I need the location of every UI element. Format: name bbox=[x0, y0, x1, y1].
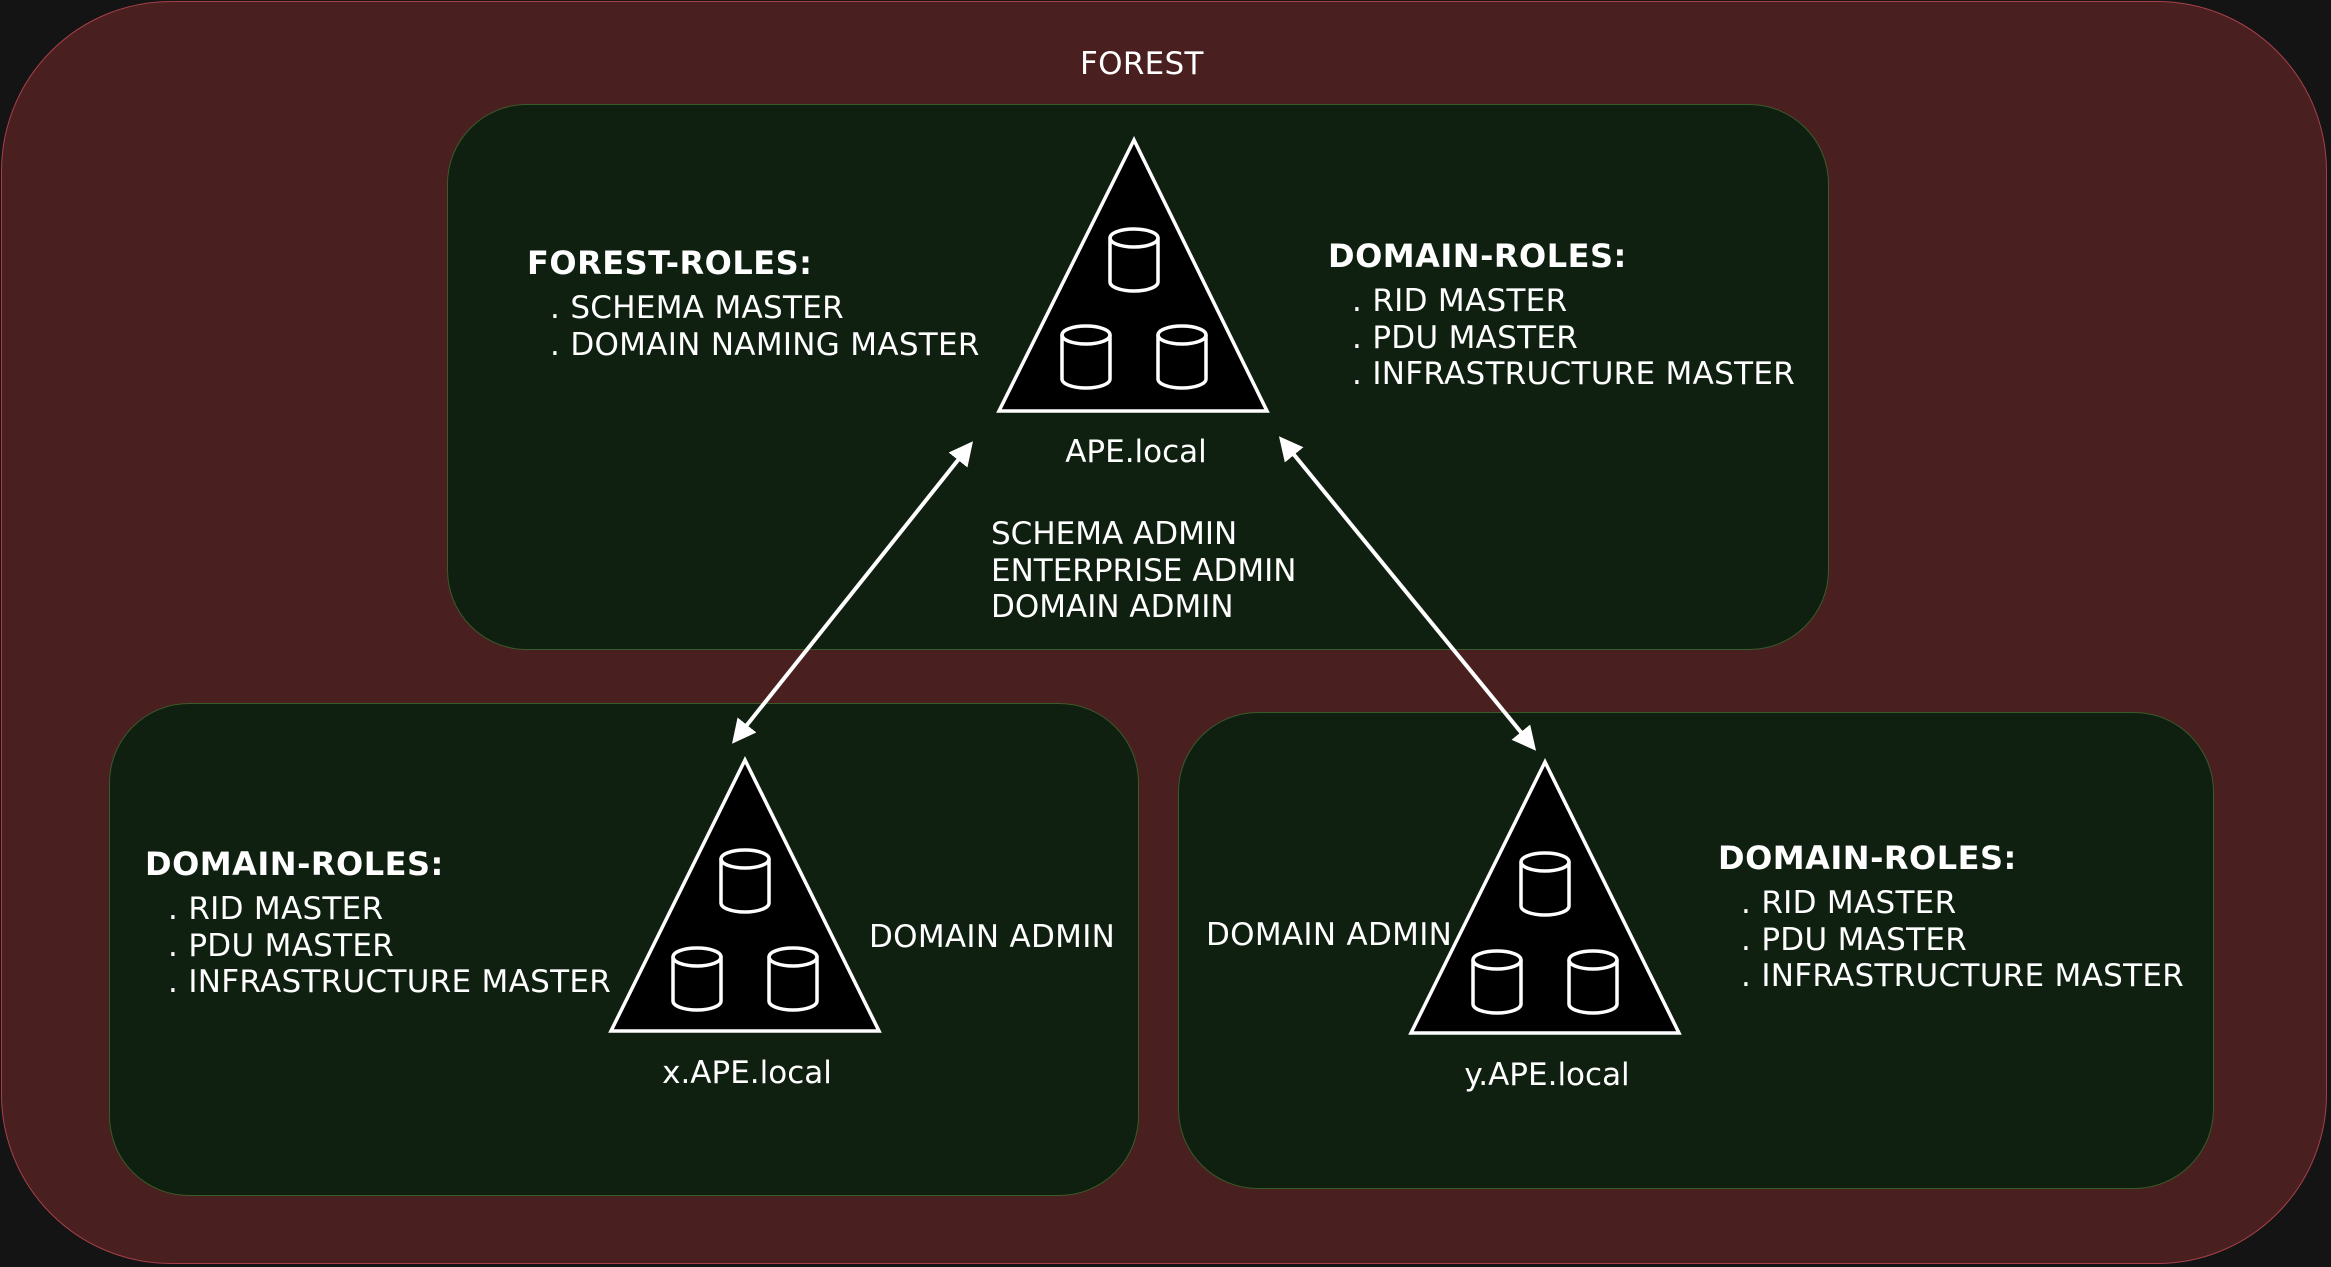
child-y-admin-label: DOMAIN ADMIN bbox=[1206, 917, 1453, 953]
child-x-domain-roles-list: RID MASTER PDU MASTER INFRASTRUCTURE MAS… bbox=[168, 891, 611, 1001]
list-item: INFRASTRUCTURE MASTER bbox=[1352, 356, 1795, 393]
list-item: RID MASTER bbox=[168, 891, 611, 928]
root-domain-roles-list: RID MASTER PDU MASTER INFRASTRUCTURE MAS… bbox=[1352, 283, 1795, 393]
trust-arrow-root-to-x bbox=[732, 441, 973, 744]
list-item: DOMAIN NAMING MASTER bbox=[550, 327, 980, 364]
list-item: INFRASTRUCTURE MASTER bbox=[168, 964, 611, 1001]
child-y-domain-roles-title: DOMAIN-ROLES: bbox=[1718, 839, 2017, 877]
list-item: ENTERPRISE ADMIN bbox=[991, 552, 1297, 589]
child-x-domain-name: x.APE.local bbox=[662, 1055, 832, 1091]
child-y-domain-roles-list: RID MASTER PDU MASTER INFRASTRUCTURE MAS… bbox=[1741, 885, 2184, 995]
child-x-admin-label: DOMAIN ADMIN bbox=[869, 919, 1116, 955]
root-domain-triangle-icon bbox=[996, 136, 1270, 413]
child-x-domain-roles-title: DOMAIN-ROLES: bbox=[145, 845, 444, 883]
trust-arrow-root-to-y bbox=[1278, 436, 1537, 751]
child-y-domain-name: y.APE.local bbox=[1464, 1057, 1630, 1093]
list-item: PDU MASTER bbox=[1352, 320, 1795, 357]
root-domain-roles-title: DOMAIN-ROLES: bbox=[1328, 237, 1627, 275]
list-item: SCHEMA MASTER bbox=[550, 290, 980, 327]
child-y-domain-triangle-icon bbox=[1408, 758, 1682, 1035]
root-admins-list: SCHEMA ADMIN ENTERPRISE ADMIN DOMAIN ADM… bbox=[991, 516, 1297, 626]
list-item: RID MASTER bbox=[1741, 885, 2184, 922]
list-item: INFRASTRUCTURE MASTER bbox=[1741, 958, 2184, 995]
list-item: PDU MASTER bbox=[1741, 922, 2184, 959]
forest-roles-title: FOREST-ROLES: bbox=[527, 244, 813, 282]
list-item: PDU MASTER bbox=[168, 928, 611, 965]
list-item: DOMAIN ADMIN bbox=[991, 589, 1234, 625]
list-item: SCHEMA ADMIN bbox=[991, 516, 1238, 552]
forest-label: FOREST bbox=[1080, 46, 1204, 82]
child-x-domain-triangle-icon bbox=[608, 756, 882, 1033]
list-item: RID MASTER bbox=[1352, 283, 1795, 320]
root-domain-name: APE.local bbox=[1065, 434, 1207, 470]
forest-roles-list: SCHEMA MASTER DOMAIN NAMING MASTER bbox=[550, 290, 980, 363]
